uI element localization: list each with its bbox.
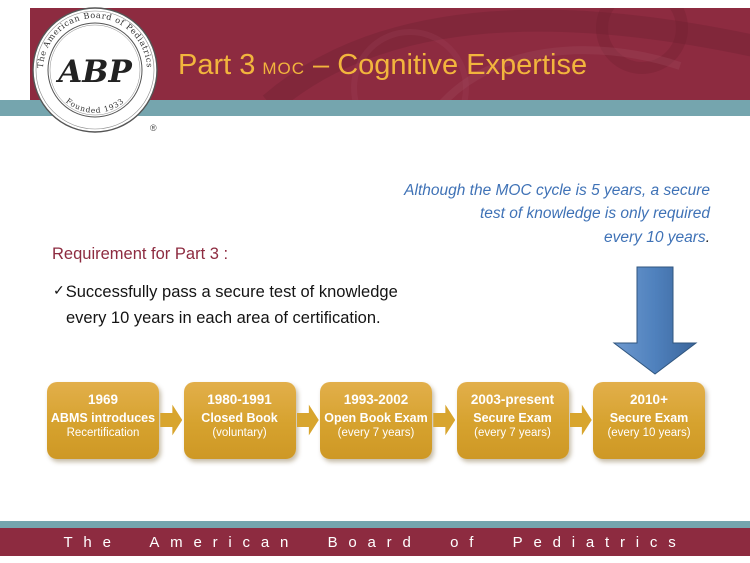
title-part3: Part 3: [178, 49, 256, 81]
bullet-line-1: Successfully pass a secure test of knowl…: [65, 283, 398, 301]
registered-trademark-icon: ®: [150, 123, 157, 133]
timeline-box-1969: 1969 ABMS introduces Recertification: [47, 381, 159, 459]
bullet-line-2: every 10 years in each area of certifica…: [66, 308, 381, 327]
timeline-year: 1993-2002: [343, 391, 409, 407]
moc-cycle-note: Although the MOC cycle is 5 years, a sec…: [330, 179, 710, 249]
timeline-label: ABMS introduces: [50, 410, 156, 425]
timeline-label: Secure Exam: [473, 410, 552, 425]
timeline-box-2010-plus: 2010+ Secure Exam (every 10 years): [593, 381, 705, 459]
timeline-box-2003-present: 2003-present Secure Exam (every 7 years): [456, 381, 569, 459]
timeline-year: 1969: [87, 391, 119, 407]
timeline-connector-arrow-icon: [160, 404, 183, 436]
footer-text: The American Board of Pediatrics: [63, 533, 687, 551]
timeline-year: 2010+: [630, 391, 668, 407]
timeline-connector-arrow-icon: [569, 404, 592, 436]
timeline-connector-arrow-icon: [296, 404, 319, 436]
title-cognitive-expertise: – Cognitive Expertise: [313, 49, 588, 81]
requirement-bullet: ✓Successfully pass a secure test of know…: [53, 280, 398, 331]
timeline-sublabel: (every 10 years): [607, 426, 691, 439]
seal-monogram: ABP: [55, 54, 133, 90]
note-line-1: Although the MOC cycle is 5 years, a sec…: [404, 182, 710, 199]
checkmark-icon: ✓: [53, 282, 65, 298]
teal-stripe-bottom: [0, 521, 750, 528]
teal-stripe-top: [0, 100, 750, 116]
slide-title: Part 3 MOC – Cognitive Expertise: [178, 49, 587, 82]
timeline-year: 2003-present: [470, 391, 555, 407]
timeline-sublabel: Recertification: [66, 426, 140, 439]
abp-seal-logo: The American Board of Pediatrics Founded…: [32, 7, 158, 133]
timeline-year: 1980-1991: [207, 391, 272, 407]
timeline-sublabel: (voluntary): [212, 426, 267, 439]
timeline-label: Open Book Exam: [324, 410, 428, 425]
requirement-heading: Requirement for Part 3 :: [52, 245, 229, 263]
timeline-label: Closed Book: [201, 410, 278, 425]
note-line-3: every 10 years: [604, 228, 706, 246]
timeline-connector-arrow-icon: [433, 404, 456, 436]
footer-band: The American Board of Pediatrics: [0, 528, 750, 556]
timeline-label: Secure Exam: [609, 410, 689, 425]
down-arrow-icon: [612, 266, 698, 375]
timeline-box-1980-1991: 1980-1991 Closed Book (voluntary): [183, 381, 296, 459]
note-line-2: test of knowledge is only required: [479, 205, 710, 223]
timeline-sublabel: (every 7 years): [337, 426, 415, 439]
note-period: .: [705, 228, 710, 246]
stethoscope-pattern-decoration: [262, 8, 750, 100]
title-moc: MOC: [262, 59, 306, 78]
timeline: 1969 ABMS introduces Recertification 198…: [47, 381, 705, 459]
timeline-box-1993-2002: 1993-2002 Open Book Exam (every 7 years): [320, 381, 432, 459]
timeline-sublabel: (every 7 years): [474, 426, 551, 439]
